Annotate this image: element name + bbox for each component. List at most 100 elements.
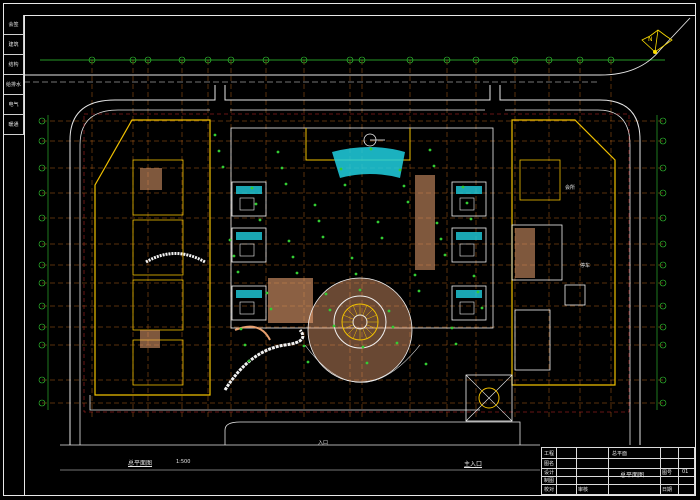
planting-dot bbox=[239, 327, 243, 331]
fountain-spoke bbox=[347, 326, 356, 335]
fountain-ring bbox=[333, 295, 387, 349]
grid-bubble bbox=[38, 323, 46, 331]
building-unit bbox=[132, 219, 184, 276]
plan-line bbox=[465, 374, 513, 422]
building-unit bbox=[231, 227, 267, 263]
paving-patch bbox=[515, 228, 535, 278]
planting-dot bbox=[232, 254, 236, 258]
plan-title: 总平面图 bbox=[128, 460, 153, 467]
planting-dot bbox=[313, 203, 317, 207]
grid-bubble bbox=[38, 399, 46, 407]
grid-bubble bbox=[227, 56, 235, 64]
building-outline-east bbox=[511, 119, 616, 386]
pool bbox=[236, 232, 262, 240]
paving-patch bbox=[268, 278, 313, 323]
circular-plaza-edge bbox=[307, 277, 413, 383]
grid-bubble bbox=[38, 137, 46, 145]
grid-bubble bbox=[576, 56, 584, 64]
grid-bubble bbox=[659, 302, 667, 310]
planting-dot bbox=[250, 186, 254, 190]
title-block-project: 总平面 bbox=[612, 451, 628, 457]
pool bbox=[236, 290, 262, 298]
grid-bubble bbox=[659, 164, 667, 172]
annotation-label: 会所 bbox=[565, 185, 576, 191]
fountain-spoke bbox=[343, 324, 354, 330]
planting-dot bbox=[276, 150, 280, 154]
drawing-border-inner bbox=[24, 15, 696, 496]
planting-dot bbox=[465, 201, 469, 205]
title-block: 总平面 总平面图 工程 图名 设计 制图 校对 审核 图号 01 日期 bbox=[541, 447, 695, 495]
binding-cell: 会签 bbox=[4, 15, 24, 35]
grid-bubble bbox=[38, 117, 46, 125]
planting-dot bbox=[254, 202, 258, 206]
fountain-spoke bbox=[364, 326, 373, 335]
grid-bubble bbox=[262, 56, 270, 64]
building-unit bbox=[231, 285, 267, 321]
planting-dot bbox=[454, 342, 458, 346]
planting-dot bbox=[332, 324, 336, 328]
fountain-spoke bbox=[352, 328, 358, 339]
binding-cell: 建筑 bbox=[4, 35, 24, 55]
building-unit bbox=[132, 279, 184, 331]
planting-dot bbox=[354, 272, 358, 276]
water-feature bbox=[332, 147, 405, 178]
entrance-gate bbox=[465, 374, 513, 422]
building-outline-west bbox=[94, 119, 211, 396]
paving-patch bbox=[415, 175, 435, 270]
building-unit bbox=[451, 181, 487, 217]
building-unit bbox=[451, 285, 487, 321]
planting-dot bbox=[339, 167, 343, 171]
grid-bubble bbox=[659, 137, 667, 145]
planting-dot bbox=[321, 235, 325, 239]
grid-bubble bbox=[38, 261, 46, 269]
planting-dot bbox=[324, 292, 328, 296]
grid-bubble bbox=[511, 56, 519, 64]
grid-bubble bbox=[659, 117, 667, 125]
room-outline bbox=[459, 197, 475, 211]
planting-dot bbox=[247, 359, 251, 363]
walkway-path bbox=[145, 252, 206, 264]
plan-scale: 1:500 bbox=[176, 459, 191, 465]
title-block-row-label: 设计 bbox=[544, 470, 555, 476]
planting-dot bbox=[228, 238, 232, 242]
planting-dot bbox=[287, 239, 291, 243]
north-label: N bbox=[648, 36, 653, 43]
planting-dot bbox=[343, 183, 347, 187]
planting-dot bbox=[439, 237, 443, 241]
building-unit bbox=[514, 309, 551, 371]
planting-dot bbox=[424, 362, 428, 366]
grid-bubble bbox=[358, 56, 366, 64]
planting-dot bbox=[435, 221, 439, 225]
planting-dot bbox=[387, 309, 391, 313]
binding-cell: 给排水 bbox=[4, 75, 24, 95]
grid-bubble bbox=[38, 240, 46, 248]
title-block-row-label: 图名 bbox=[544, 461, 555, 467]
planting-dot bbox=[380, 236, 384, 240]
planting-dot bbox=[413, 273, 417, 277]
title-block-number-label: 图号 bbox=[662, 470, 673, 476]
paving-patch bbox=[140, 168, 162, 190]
room-outline bbox=[239, 243, 255, 257]
grid-bubble bbox=[659, 323, 667, 331]
entrance-marker bbox=[478, 387, 500, 409]
planting-dot bbox=[358, 288, 362, 292]
planting-dot bbox=[398, 168, 402, 172]
entrance-label: 主入口 bbox=[464, 461, 483, 468]
fountain-spoke bbox=[347, 309, 356, 318]
grid-bubble bbox=[659, 189, 667, 197]
title-block-row-label: 审核 bbox=[578, 487, 589, 493]
grid-bubble bbox=[129, 56, 137, 64]
road-edge bbox=[24, 17, 691, 76]
grid-bubble bbox=[178, 56, 186, 64]
grid-bubble bbox=[38, 302, 46, 310]
fountain-spoke bbox=[366, 314, 377, 320]
planting-dot bbox=[280, 166, 284, 170]
grid-bubble bbox=[472, 56, 480, 64]
north-arrow-icon bbox=[654, 29, 659, 53]
grid-bubble bbox=[659, 214, 667, 222]
grid-bubble bbox=[38, 279, 46, 287]
grid-bubble bbox=[659, 240, 667, 248]
planting-dot bbox=[213, 133, 217, 137]
paving-patch bbox=[140, 330, 160, 348]
